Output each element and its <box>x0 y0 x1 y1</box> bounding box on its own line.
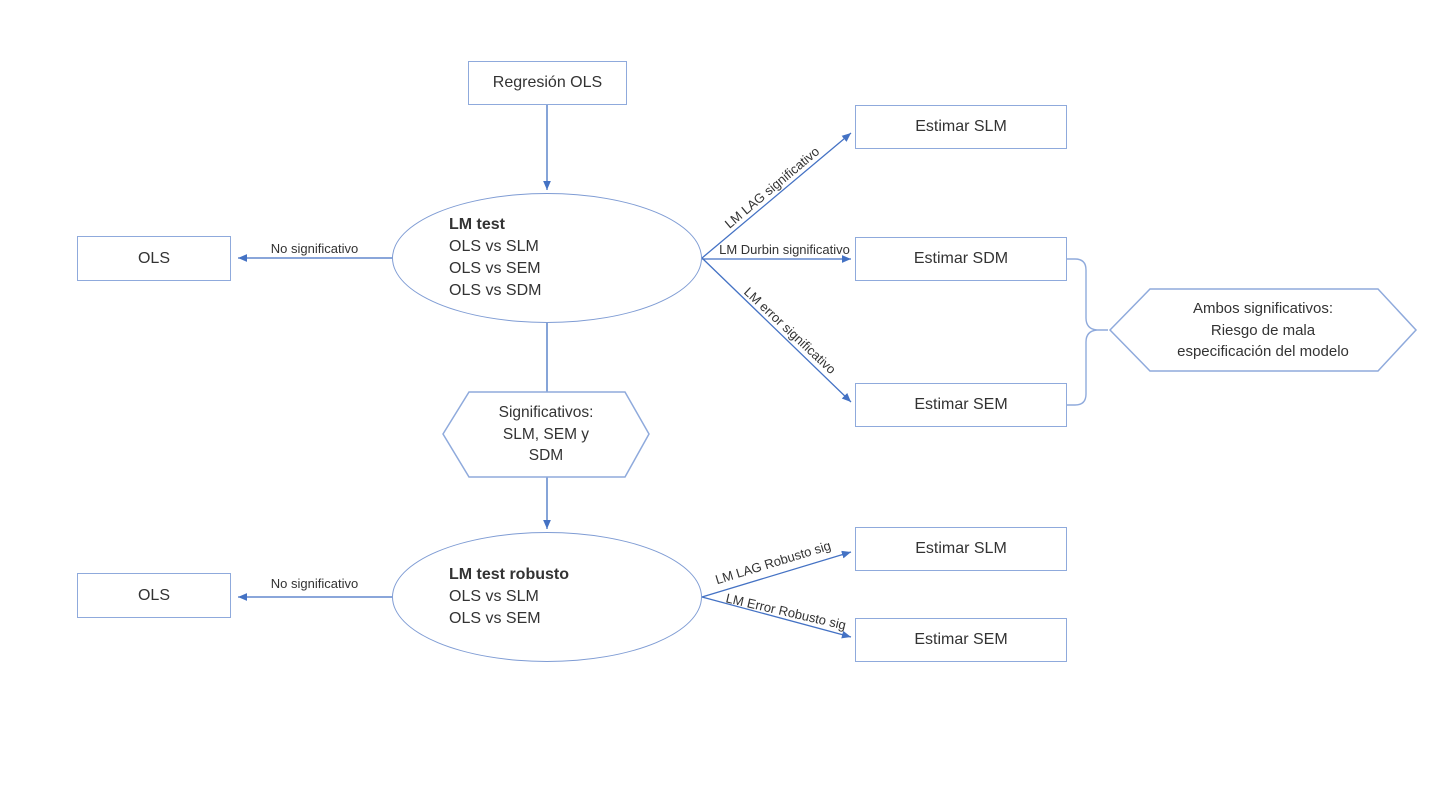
ambos-line-2: Riesgo de mala <box>1210 321 1316 339</box>
estimar-sdm-box: Estimar SDM <box>855 237 1067 281</box>
edge-label-no-significativo-top: No significativo <box>270 241 359 256</box>
lm-test-robusto-ellipse: LM test robusto OLS vs SLM OLS vs SEM <box>392 532 702 662</box>
hexagon-significativos <box>442 391 650 478</box>
significativos-line-1: Significativos: <box>498 404 594 421</box>
estimar-sem-box-top: Estimar SEM <box>855 383 1067 427</box>
estimar-slm-label-bottom: Estimar SLM <box>915 540 1007 557</box>
lm-test-text: LM test OLS vs SLM OLS vs SEM OLS vs SDM <box>393 214 541 302</box>
regresion-ols-box: Regresión OLS <box>468 61 627 105</box>
estimar-sem-box-bottom: Estimar SEM <box>855 618 1067 662</box>
lm-test-robusto-line-2: OLS vs SEM <box>449 610 541 627</box>
edge-label-no-significativo-bottom: No significativo <box>270 576 359 591</box>
hexagon-ambos-significativos <box>1108 288 1418 372</box>
arrow-lmtest-to-estimar-sem <box>701 257 852 403</box>
estimar-sdm-label: Estimar SDM <box>913 250 1009 267</box>
lm-test-robusto-text: LM test robusto OLS vs SLM OLS vs SEM <box>393 564 569 630</box>
lm-test-ellipse: LM test OLS vs SLM OLS vs SEM OLS vs SDM <box>392 193 702 323</box>
lm-test-line-1: OLS vs SLM <box>449 238 539 255</box>
ols-label-top: OLS <box>137 249 170 267</box>
regresion-ols-label: Regresión OLS <box>492 74 603 91</box>
estimar-slm-box-top: Estimar SLM <box>855 105 1067 149</box>
lm-test-line-2: OLS vs SEM <box>449 260 541 277</box>
estimar-sem-label-bottom: Estimar SEM <box>914 631 1008 648</box>
ols-box-bottom: OLS <box>77 573 231 618</box>
significativos-line-2: SLM, SEM y <box>502 425 590 443</box>
estimar-slm-box-bottom: Estimar SLM <box>855 527 1067 571</box>
lm-test-robusto-title: LM test robusto <box>449 566 569 583</box>
ols-box-top: OLS <box>77 236 231 281</box>
arrow-lmtest-robusto-to-estimar-slm <box>701 550 852 598</box>
estimar-sem-label-top: Estimar SEM <box>914 396 1008 413</box>
ols-label-bottom: OLS <box>137 586 170 604</box>
lm-test-line-3: OLS vs SDM <box>449 282 542 299</box>
arrow-lmtest-to-estimar-slm <box>701 132 852 259</box>
ambos-line-3: especificación del modelo <box>1177 343 1349 360</box>
ambos-line-1: Ambos significativos: <box>1192 300 1334 317</box>
edge-label-lm-durbin-significativo: LM Durbin significativo <box>719 242 850 257</box>
ambos-significativos-text: Ambos significativos: Riesgo de mala esp… <box>1113 298 1413 363</box>
arrow-lmtest-robusto-to-estimar-sem <box>701 596 852 639</box>
lm-test-robusto-line-1: OLS vs SLM <box>449 588 539 605</box>
estimar-slm-label-top: Estimar SLM <box>915 118 1007 135</box>
significativos-line-3: SDM <box>528 447 564 464</box>
significativos-text: Significativos: SLM, SEM y SDM <box>446 402 646 467</box>
brace-sdm-sem-connector <box>1067 258 1108 406</box>
lm-test-title: LM test <box>449 216 505 233</box>
